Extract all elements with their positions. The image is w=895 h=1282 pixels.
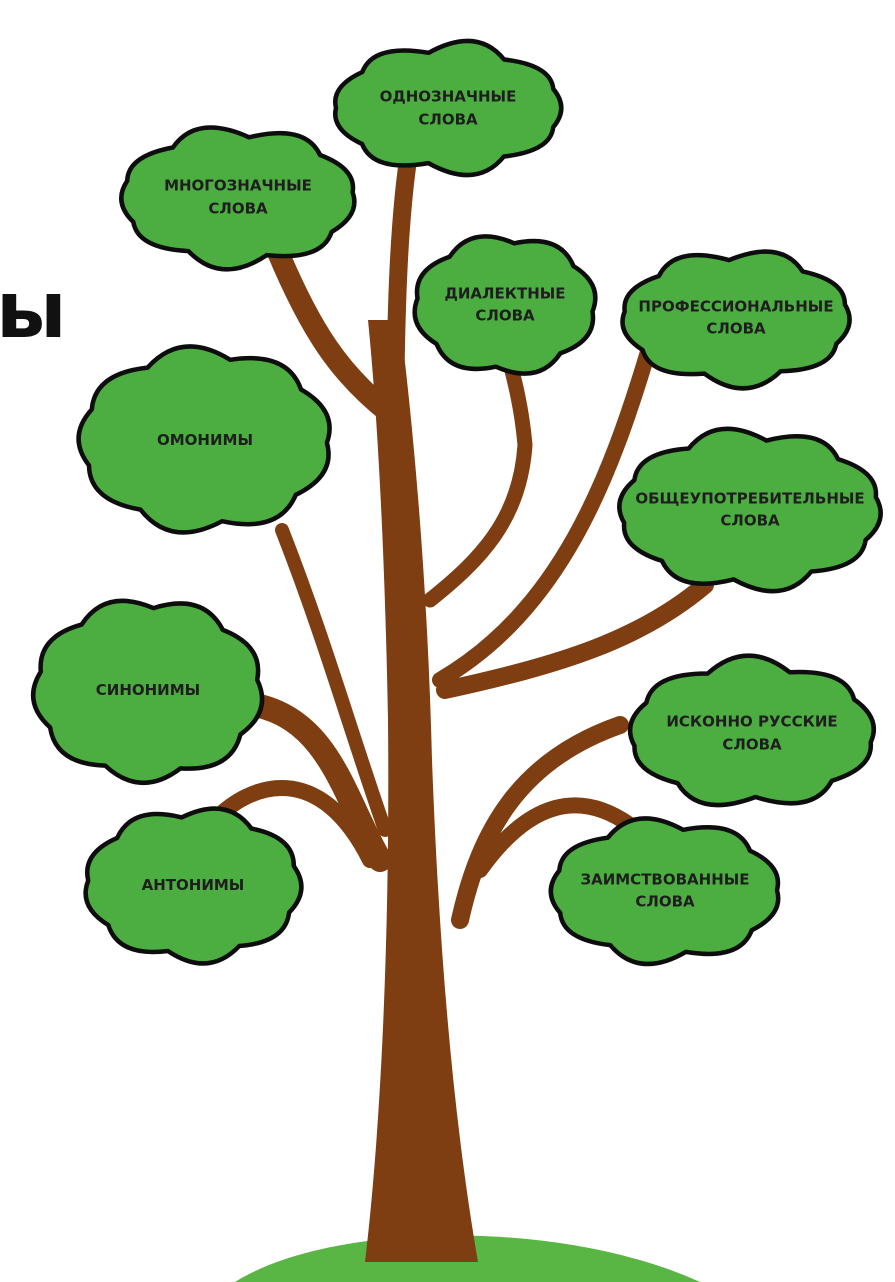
branch-9 [451,716,629,929]
tree-trunk [365,320,478,1262]
leaf-obshcheupotrebitelnye: ОБЩЕУПОТРЕБИТЕЛЬНЫЕ СЛОВА [617,426,883,594]
leaf-label-line: ОМОНИМЫ [157,431,253,449]
trunk-shape [365,320,478,1262]
leaf-label-line: ЗАИМСТВОВАННЫЕ [580,871,749,889]
leaf-crown-shape [620,249,852,391]
leaf-crown-shape [333,38,564,178]
leaf-sinonimy: СИНОНИМЫ [31,598,265,785]
leaf-label-line: СЛОВА [418,110,478,128]
leaf-crown-shape [548,816,781,967]
branch-1 [264,234,403,426]
leaf-label-line: ПРОФЕССИОНАЛЬНЫЕ [638,298,833,316]
leaf-label-line: СЛОВА [706,320,766,338]
leaf-mnogoznachnye: МНОГОЗНАЧНЫЕ СЛОВА [119,125,357,272]
branch-6 [275,523,392,837]
leaf-label-line: ОДНОЗНАЧНЫЕ [380,87,517,105]
leaf-dialektnye: ДИАЛЕКТНЫЕ СЛОВА [412,234,598,376]
branch-10 [472,797,638,878]
leaf-label-line: СИНОНИМЫ [96,681,200,699]
leaf-crown-shape [119,125,357,272]
leaf-label-line: СЛОВА [475,307,535,325]
branch-4 [432,337,658,688]
leaf-label-line: ИСКОННО РУССКИЕ [666,712,837,730]
leaf-label-line: ОБЩЕУПОТРЕБИТЕЛЬНЫЕ [635,490,864,508]
branch-3 [422,337,533,608]
leaf-label-line: СЛОВА [720,512,780,530]
clipped-title-fragment: ы [0,266,67,356]
leaf-crown-shape [31,598,265,785]
leaf-iskonno-russkie: ИСКОННО РУССКИЕ СЛОВА [627,653,876,808]
leaf-professionalnye: ПРОФЕССИОНАЛЬНЫЕ СЛОВА [620,249,852,391]
leaf-label-line: ДИАЛЕКТНЫЕ [444,285,565,303]
leaf-zaimstvovannye: ЗАИМСТВОВАННЫЕ СЛОВА [548,816,781,967]
leaf-antonimy: АНТОНИМЫ [83,806,304,966]
leaf-label-line: АНТОНИМЫ [142,876,245,894]
branch-7 [243,693,392,872]
leaf-odnoznachnye: ОДНОЗНАЧНЫЕ СЛОВА [333,38,564,178]
leaf-crown-shape [83,806,304,966]
branch-5 [436,576,714,699]
leaf-label-line: СЛОВА [208,199,268,217]
leaf-label-line: МНОГОЗНАЧНЫЕ [164,176,312,194]
leaf-crown-shape [412,234,598,376]
leaf-crown-shape [627,653,876,808]
leaf-crown-shape [76,344,332,535]
leaf-crowns: ОДНОЗНАЧНЫЕСЛОВАМНОГОЗНАЧНЫЕСЛОВАДИАЛЕКТ… [31,38,883,967]
leaf-label-line: СЛОВА [722,735,782,753]
leaf-omonimy: ОМОНИМЫ [76,344,332,535]
leaf-crown-shape [617,426,883,594]
leaf-label-line: СЛОВА [635,893,695,911]
